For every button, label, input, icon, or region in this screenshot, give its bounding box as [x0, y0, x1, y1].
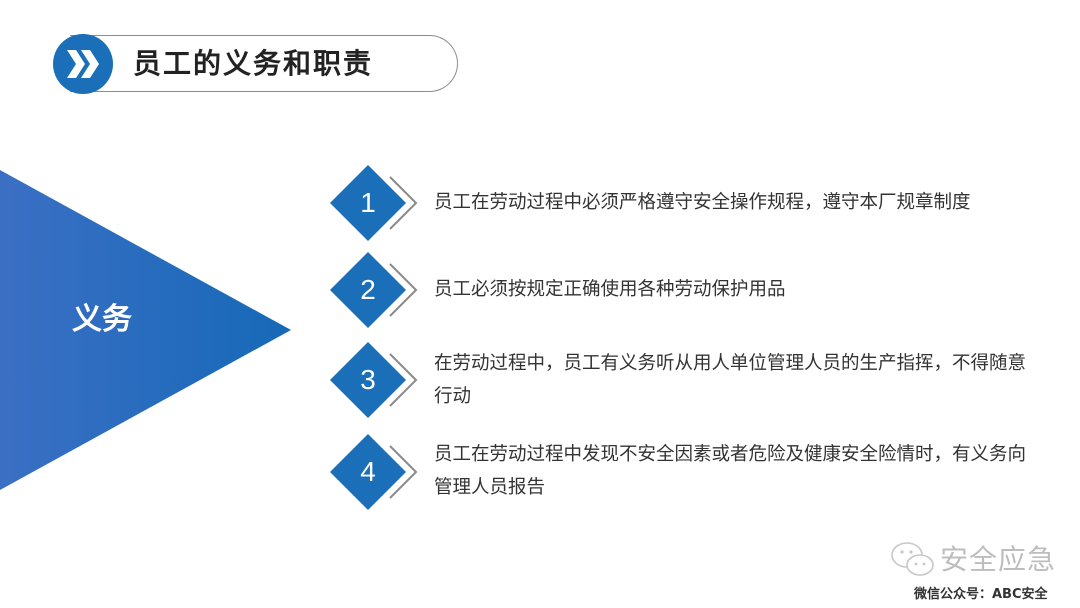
item-number: 4 — [360, 456, 376, 487]
page-title: 员工的义务和职责 — [133, 47, 374, 80]
item-text: 员工在劳动过程中必须严格遵守安全操作规程，遵守本厂规章制度 — [434, 192, 971, 213]
chevron-right-icon — [389, 445, 418, 499]
number-diamond: 2 — [330, 252, 420, 328]
item-text: 员工在劳动过程中发现不安全因素或者危险及健康安全险情时，有义务向管理人员报告 — [434, 444, 1027, 498]
item-number: 1 — [360, 187, 376, 218]
number-diamond: 1 — [330, 165, 420, 241]
watermark: 安全应急 — [890, 540, 1060, 580]
number-diamond: 4 — [330, 434, 420, 510]
chevron-right-icon — [389, 176, 418, 230]
watermark-text: 安全应急 — [940, 543, 1057, 576]
footer-account: 微信公众号：ABC安全 — [914, 587, 1048, 602]
chevron-right-icon — [389, 263, 418, 317]
item-text: 在劳动过程中，员工有义务听从用人单位管理人员的生产指挥，不得随意行动 — [434, 353, 1027, 407]
item-text: 员工必须按规定正确使用各种劳动保护用品 — [434, 279, 786, 300]
chevron-right-icon — [389, 353, 418, 407]
item-number: 3 — [360, 364, 376, 395]
section-triangle — [0, 170, 291, 490]
section-label: 义务 — [72, 302, 132, 337]
number-diamond: 3 — [330, 342, 420, 418]
title-banner — [70, 35, 458, 92]
item-number: 2 — [360, 274, 376, 305]
double-chevron-right-icon — [53, 34, 113, 94]
wechat-icon — [891, 542, 934, 576]
